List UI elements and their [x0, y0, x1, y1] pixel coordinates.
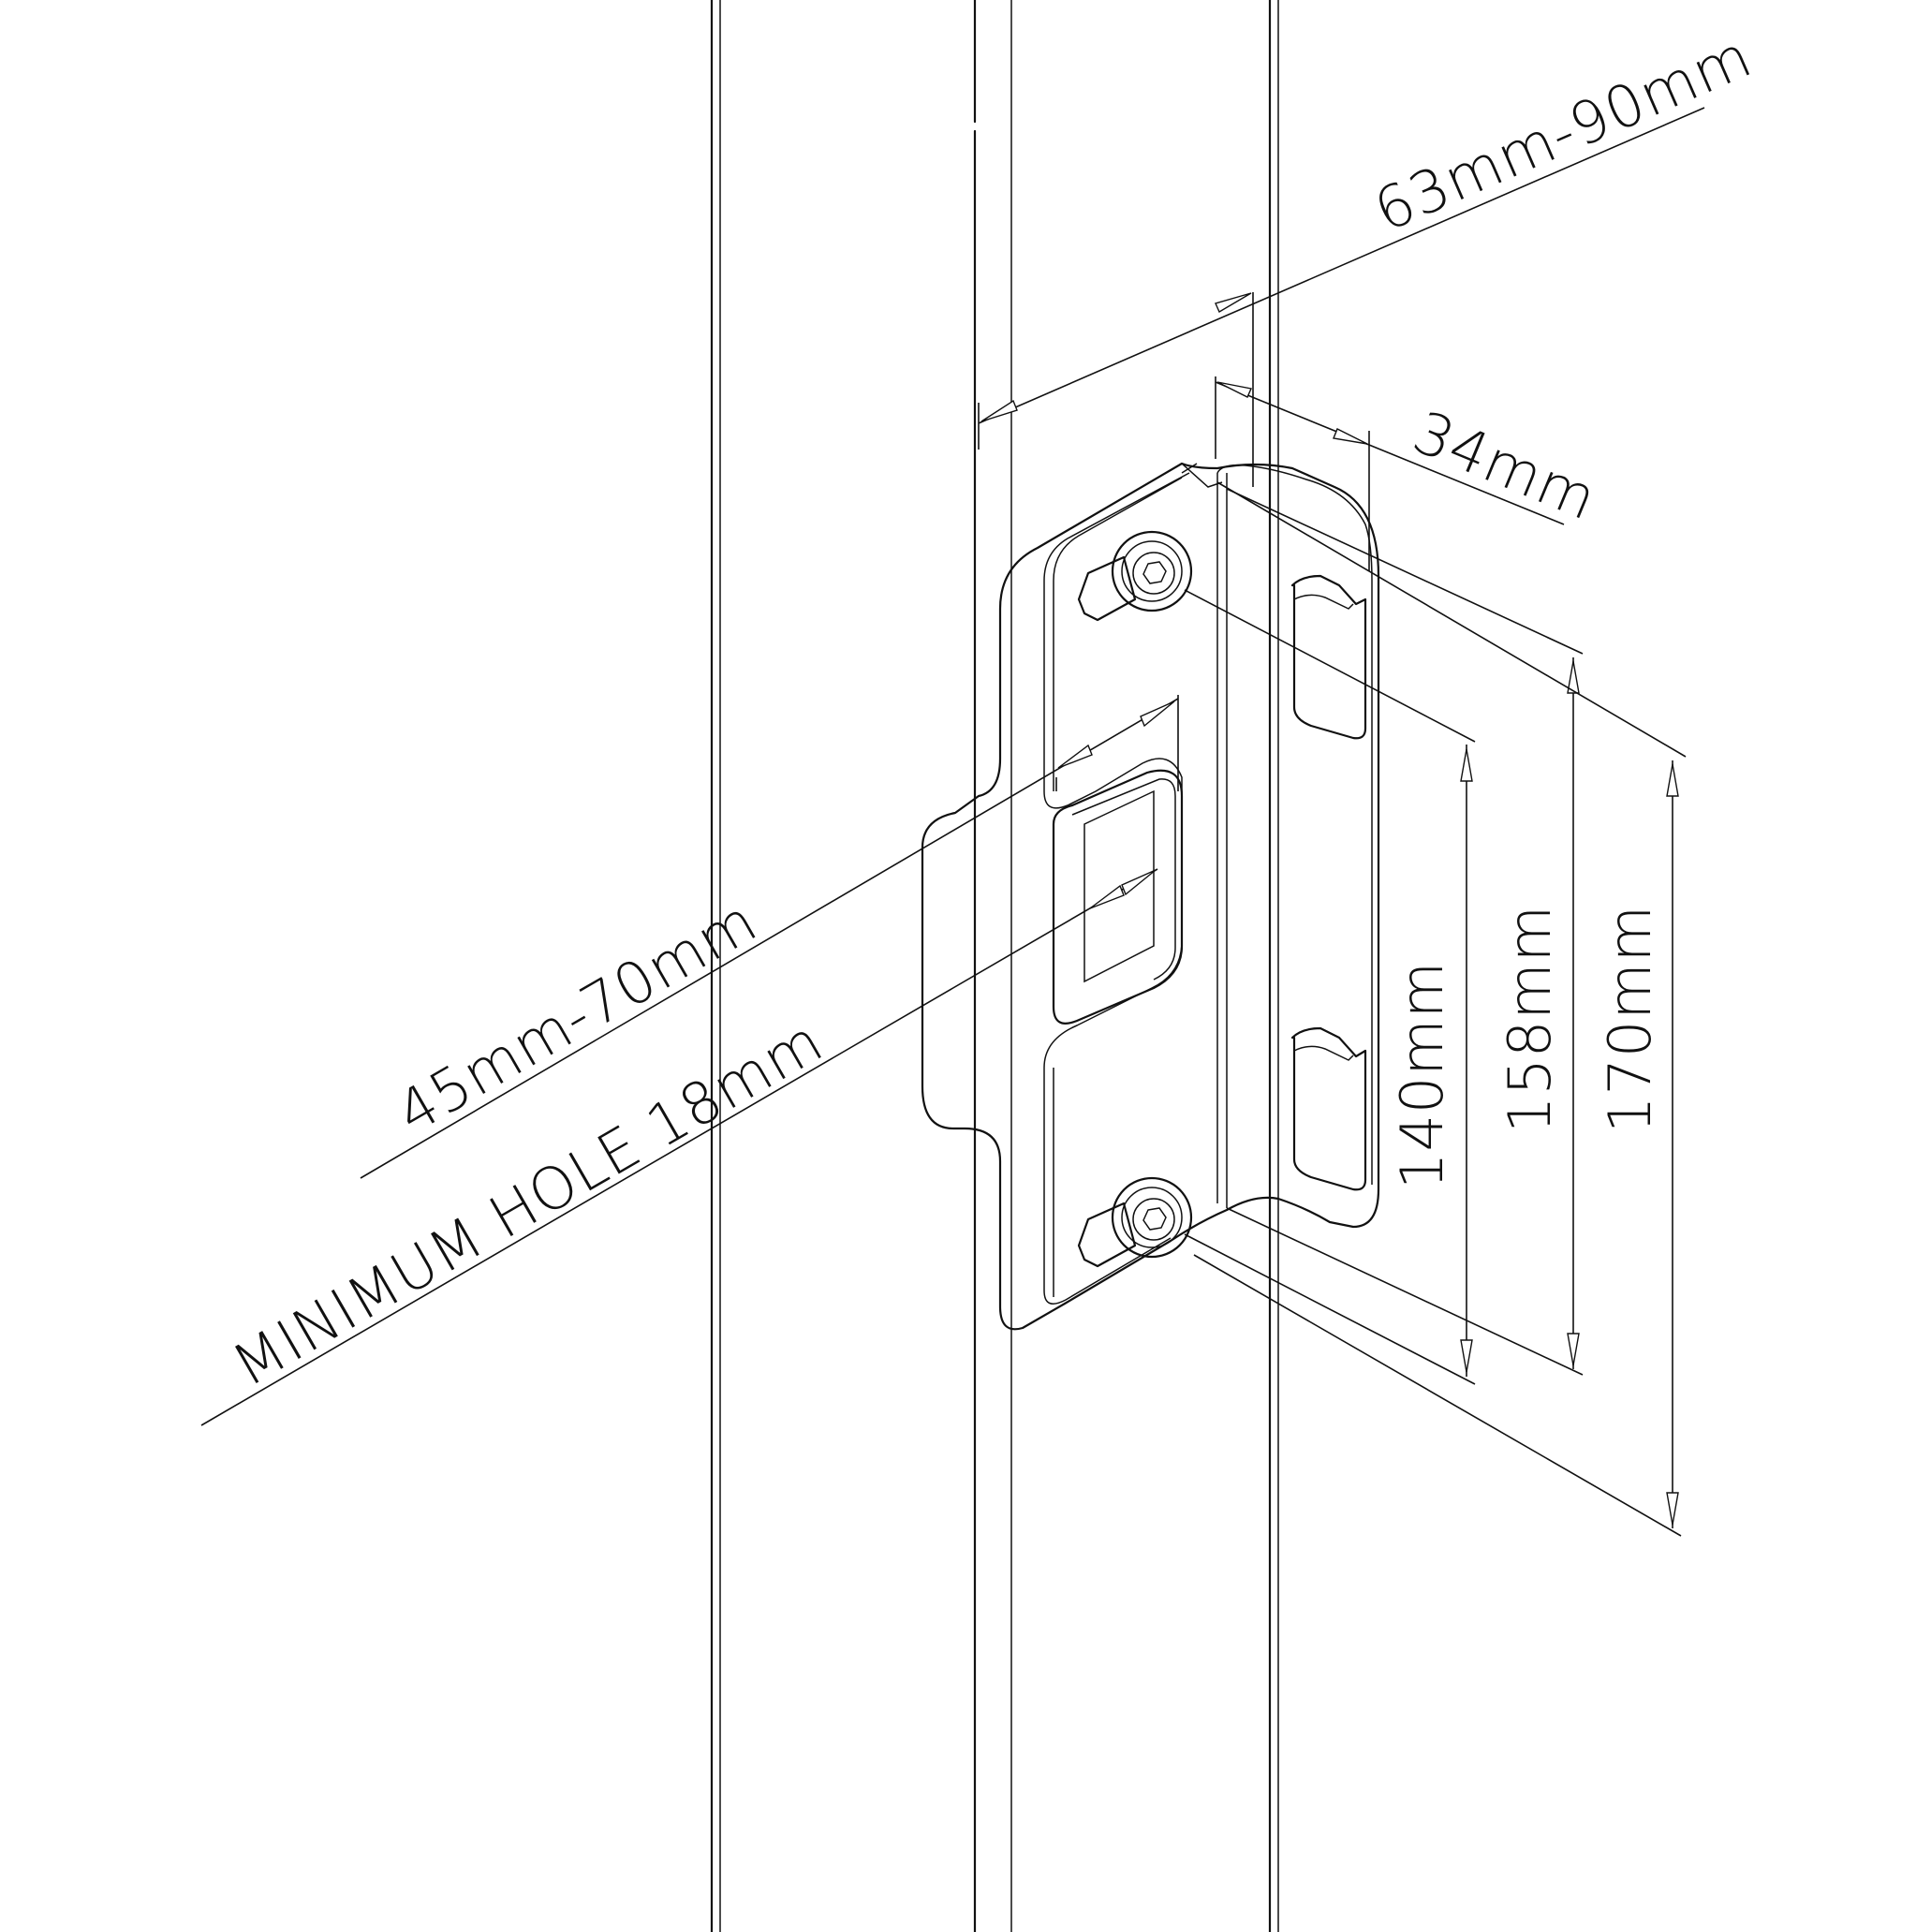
label-fixing-centres: 140mm: [1388, 961, 1456, 1189]
screw-top-icon: [1077, 530, 1193, 622]
screw-bottom-icon: [1077, 1176, 1193, 1268]
label-frame-depth: 63mm-90mm: [1364, 22, 1761, 245]
dimension-labels: 63mm-90mm 34mm 45mm-70mm MINIMUM HOLE 18…: [221, 22, 1761, 1400]
label-plate-height: 170mm: [1596, 905, 1664, 1133]
bolt-slot: [1052, 769, 1184, 1025]
label-keep-height: 158mm: [1496, 905, 1564, 1133]
latch-hook-top: [1290, 574, 1367, 740]
label-keep-width: 34mm: [1404, 397, 1606, 533]
latch-hook-bottom: [1290, 1026, 1367, 1191]
frame-profile: [710, 0, 1279, 1932]
plate-outline: [921, 462, 1380, 1331]
dimension-lines: [200, 107, 1705, 1537]
strike-plate: [921, 462, 1380, 1331]
